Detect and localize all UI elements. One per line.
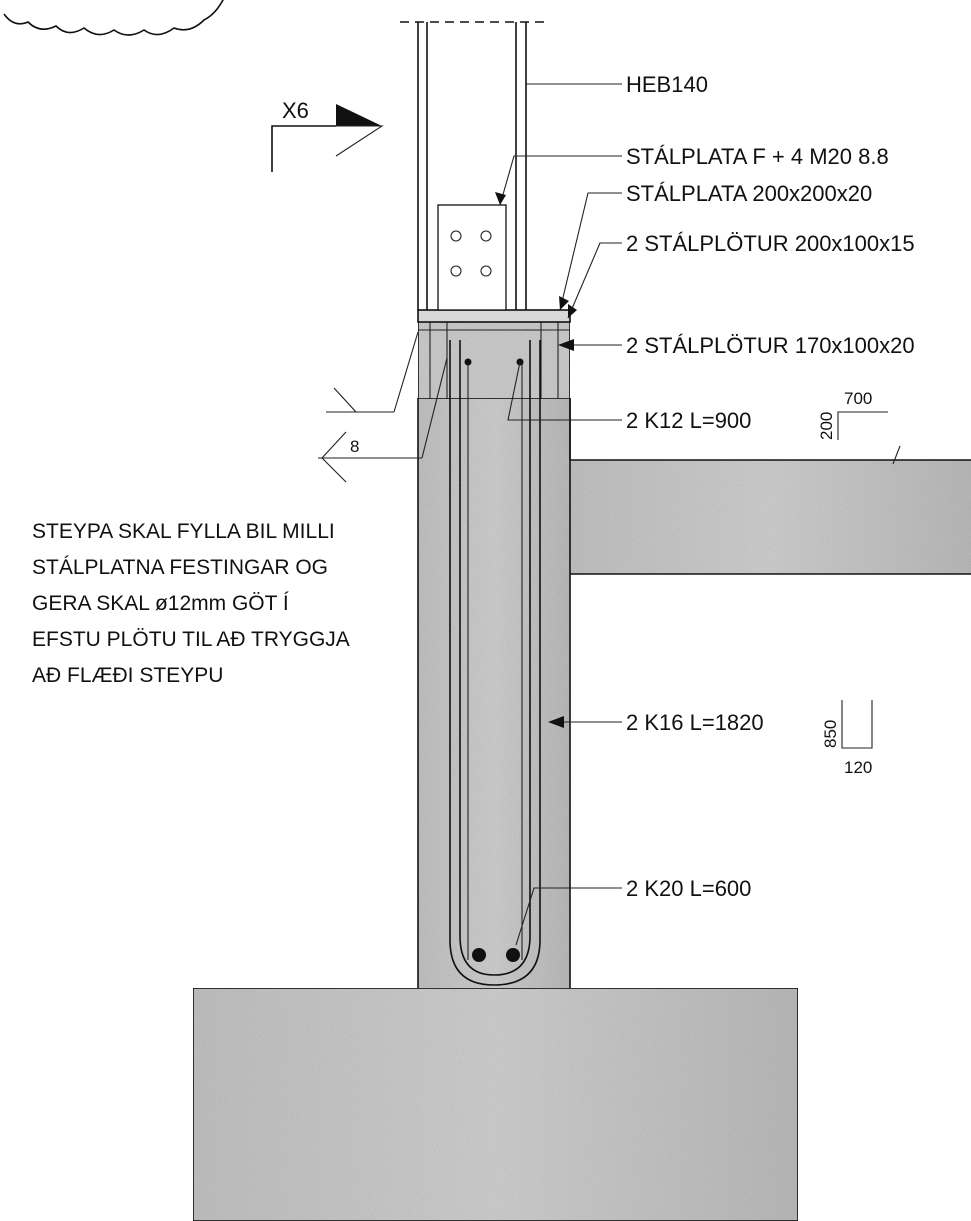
top-steel-plate: [417, 309, 571, 323]
section-arrow-icon: [336, 104, 382, 126]
footing: [192, 987, 799, 1221]
label-heb: HEB140: [626, 72, 708, 97]
bolt: [480, 265, 492, 277]
bolt: [450, 230, 462, 242]
section-mark: X6: [282, 98, 309, 123]
steel-plate-box: [417, 320, 571, 400]
k16-bar: [449, 340, 541, 986]
k20-bar: [472, 948, 486, 962]
note-line: STEYPA SKAL FYLLA BIL MILLI: [32, 520, 335, 543]
k16-dim-vertical: 850: [821, 720, 840, 748]
k12-dim-vertical: 200: [817, 412, 836, 440]
label-plates-20: 2 STÁLPLÖTUR 170x100x20: [626, 333, 915, 358]
label-plate-f: STÁLPLATA F + 4 M20 8.8: [626, 144, 889, 169]
label-k16: 2 K16 L=1820: [626, 710, 764, 735]
k12-dim-horizontal: 700: [844, 389, 872, 408]
note-line: STÁLPLATNA FESTINGAR OG: [32, 556, 328, 579]
k12-bar-end: [464, 358, 472, 366]
fin-plate: [437, 204, 507, 311]
revision-cloud: [3, 0, 224, 36]
note-line: GERA SKAL ø12mm GÖT Í: [32, 592, 289, 615]
label-plate-top: STÁLPLATA 200x200x20: [626, 181, 872, 206]
k16-bar-inner: [459, 340, 531, 976]
k12-bar-shape: [837, 411, 888, 440]
note-line: AÐ FLÆÐI STEYPU: [32, 664, 223, 687]
concrete-note: STEYPA SKAL FYLLA BIL MILLI STÁLPLATNA F…: [32, 520, 350, 687]
k16-bar-shape: [841, 700, 873, 749]
bolt: [480, 230, 492, 242]
slab: [570, 460, 971, 574]
label-plates-15: 2 STÁLPLÖTUR 200x100x15: [626, 231, 915, 256]
concrete-column: [418, 398, 570, 988]
note-line: EFSTU PLÖTU TIL AÐ TRYGGJA: [32, 628, 350, 651]
label-k12: 2 K12 L=900: [626, 408, 751, 433]
k20-bar: [506, 948, 520, 962]
bolt: [450, 265, 462, 277]
k16-dim-horizontal: 120: [844, 758, 872, 777]
weld-size: 8: [350, 437, 359, 456]
label-k20: 2 K20 L=600: [626, 876, 751, 901]
